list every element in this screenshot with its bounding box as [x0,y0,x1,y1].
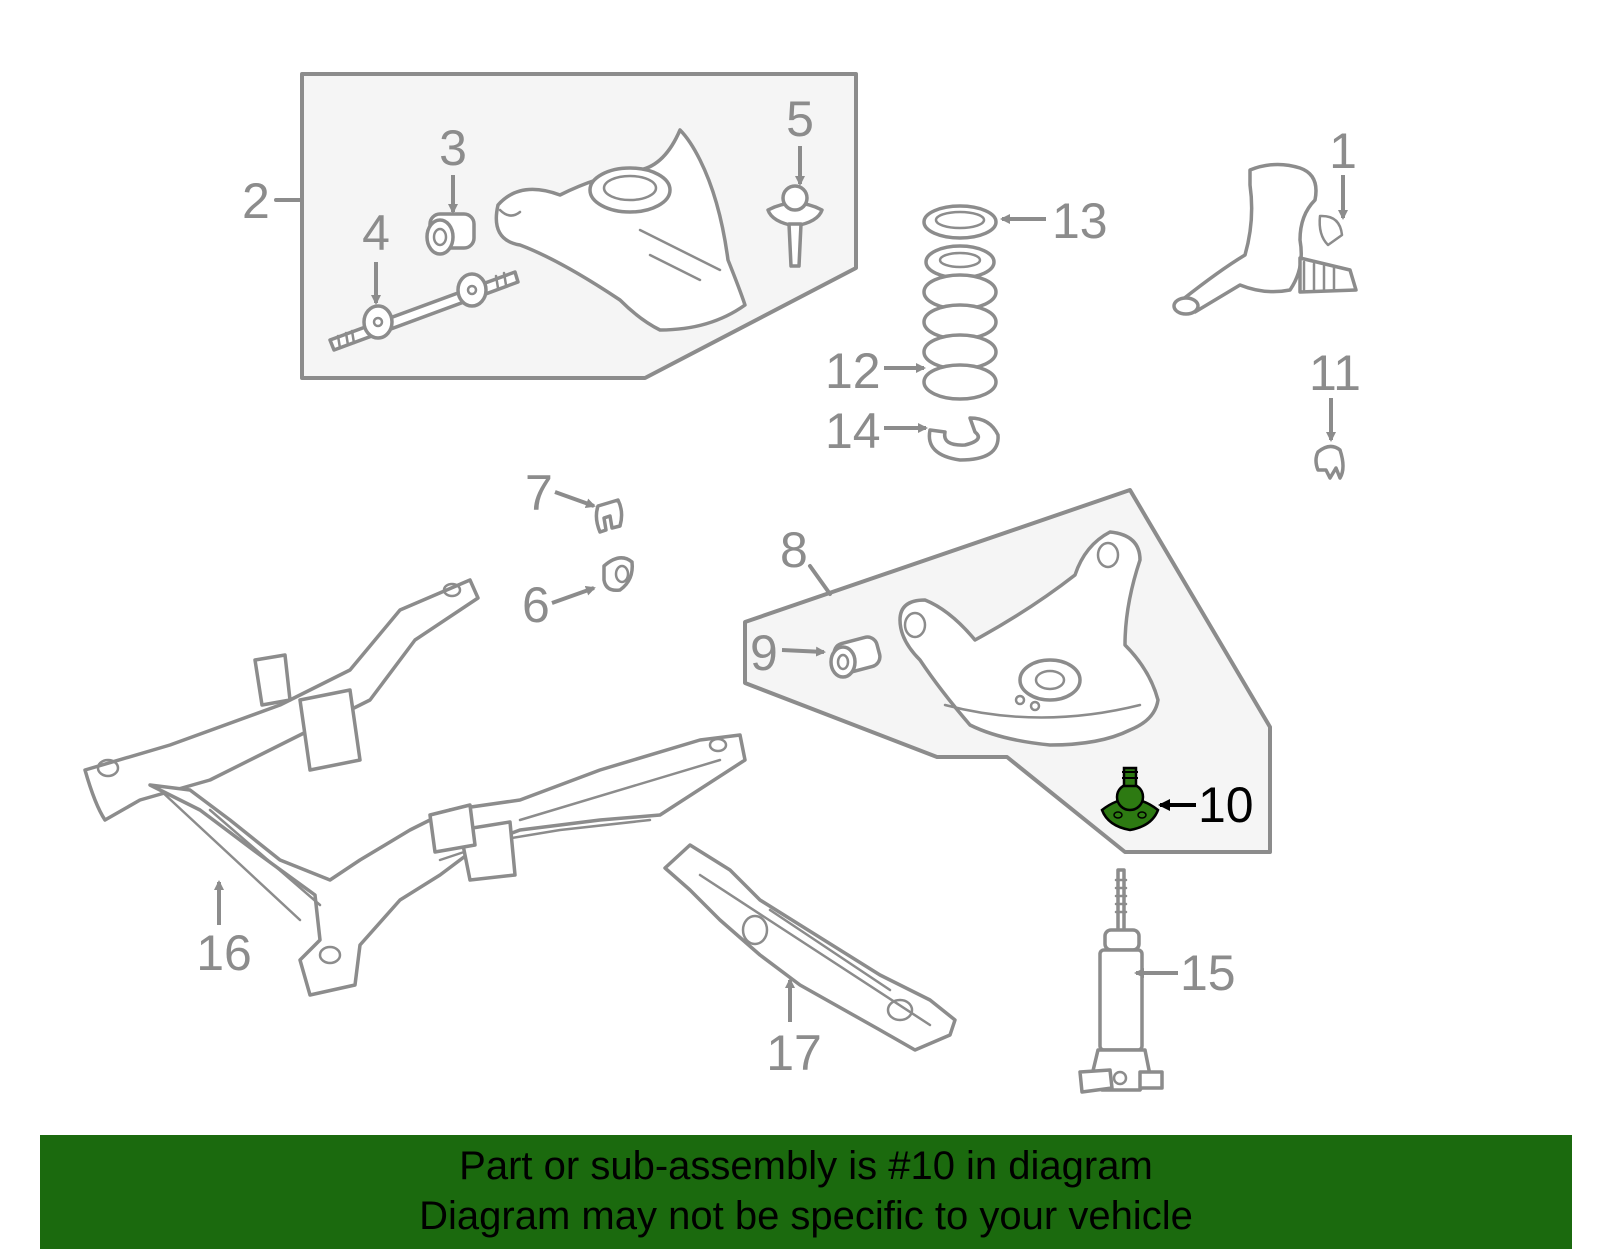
bushing-9-drawing [829,635,882,679]
shaft-4-drawing [328,270,520,352]
label-2[interactable]: 2 [242,173,270,229]
lower-control-arm-drawing [898,530,1160,747]
label-17[interactable]: 17 [766,1025,822,1081]
info-banner: Part or sub-assembly is #10 in diagram D… [40,1135,1572,1249]
label-14[interactable]: 14 [825,403,881,459]
label-4[interactable]: 4 [362,205,390,261]
bushing-6-drawing [602,556,634,593]
upper-control-arm-group [300,72,858,380]
insulator-14-drawing [927,416,1000,462]
label-1[interactable]: 1 [1329,123,1357,179]
crossmember-17-drawing [663,843,957,1052]
upper-arm-detail [498,208,722,282]
leader-8 [808,564,832,596]
label-9[interactable]: 9 [750,625,778,681]
bushing-3-drawing [425,212,476,256]
label-3[interactable]: 3 [439,120,467,176]
label-11[interactable]: 11 [1309,345,1361,401]
spring-group [922,204,1000,462]
coil-spring-12-drawing [922,244,998,401]
label-12[interactable]: 12 [825,343,881,399]
crossmember-16-drawing [83,578,747,997]
label-5[interactable]: 5 [786,91,814,147]
shock-absorber-15-drawing [1078,868,1164,1094]
upper-arm-socket-inner [602,174,658,202]
arrow-9 [781,646,826,657]
bumper-11-drawing [1314,444,1345,480]
banner-line-2: Diagram may not be specific to your vehi… [419,1194,1193,1238]
label-8[interactable]: 8 [780,522,808,578]
label-7[interactable]: 7 [525,465,553,521]
ball-joint-5-drawing [766,184,824,268]
banner-line-1: Part or sub-assembly is #10 in diagram [459,1144,1153,1188]
arrow-7 [554,490,596,509]
label-15[interactable]: 15 [1180,945,1236,1001]
knuckle-1-drawing [1172,162,1358,316]
label-16[interactable]: 16 [196,925,252,981]
label-6[interactable]: 6 [522,577,550,633]
label-13[interactable]: 13 [1052,193,1108,249]
ball-joint-10-highlighted[interactable] [1100,766,1160,832]
upper-arm-socket [588,166,672,214]
arrow-6 [551,585,596,605]
lower-control-arm-group [743,488,1272,854]
clip-7-drawing [594,498,624,534]
label-10[interactable]: 10 [1198,777,1254,833]
